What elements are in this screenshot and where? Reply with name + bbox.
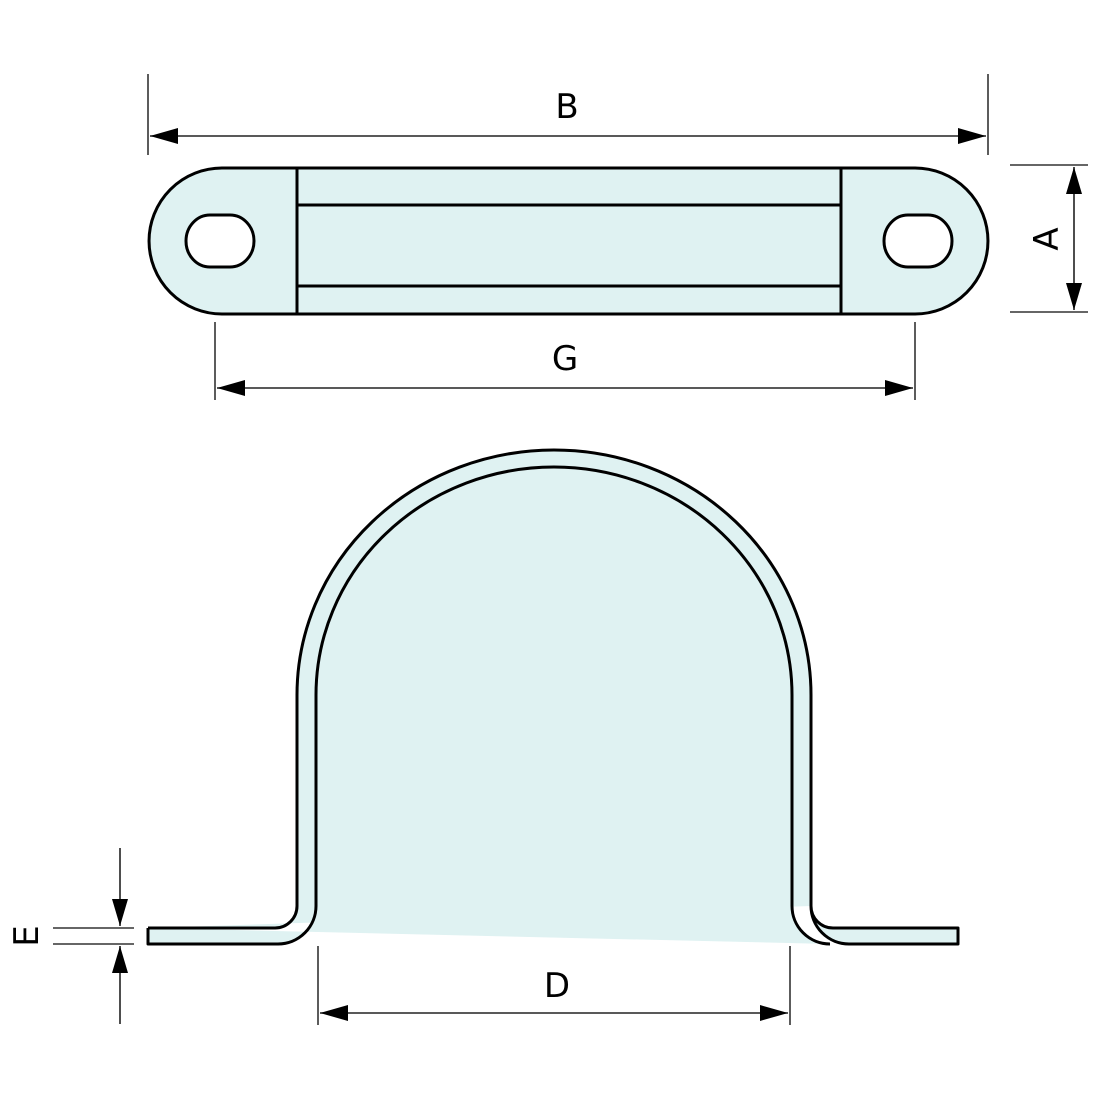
dimension-label-D: D xyxy=(544,966,570,1006)
front-view xyxy=(146,448,960,946)
dimension-label-A: A xyxy=(1027,227,1067,250)
arrow-up-icon xyxy=(112,946,128,973)
dimension-E: E xyxy=(7,848,134,1024)
right-slot-hole xyxy=(882,213,954,269)
arrow-down-icon xyxy=(1066,283,1082,310)
dimension-label-G: G xyxy=(552,339,578,379)
dimension-D: D xyxy=(317,946,791,1025)
saddle-profile xyxy=(146,448,960,946)
dimension-A: A xyxy=(1010,164,1088,313)
arrow-down-icon xyxy=(112,899,128,926)
dimension-label-E: E xyxy=(7,925,47,946)
arrow-left-icon xyxy=(150,128,178,144)
strap-outline xyxy=(147,166,990,316)
arrow-right-icon xyxy=(885,380,913,396)
arrow-up-icon xyxy=(1066,167,1082,194)
arrow-left-icon xyxy=(320,1005,348,1021)
top-view xyxy=(147,166,990,316)
dimension-G: G xyxy=(214,322,916,400)
left-slot-hole xyxy=(184,213,256,269)
arrow-left-icon xyxy=(217,380,245,396)
dimension-B: B xyxy=(147,74,989,155)
arrow-right-icon xyxy=(958,128,986,144)
dimension-label-B: B xyxy=(555,87,578,127)
arrow-right-icon xyxy=(760,1005,788,1021)
